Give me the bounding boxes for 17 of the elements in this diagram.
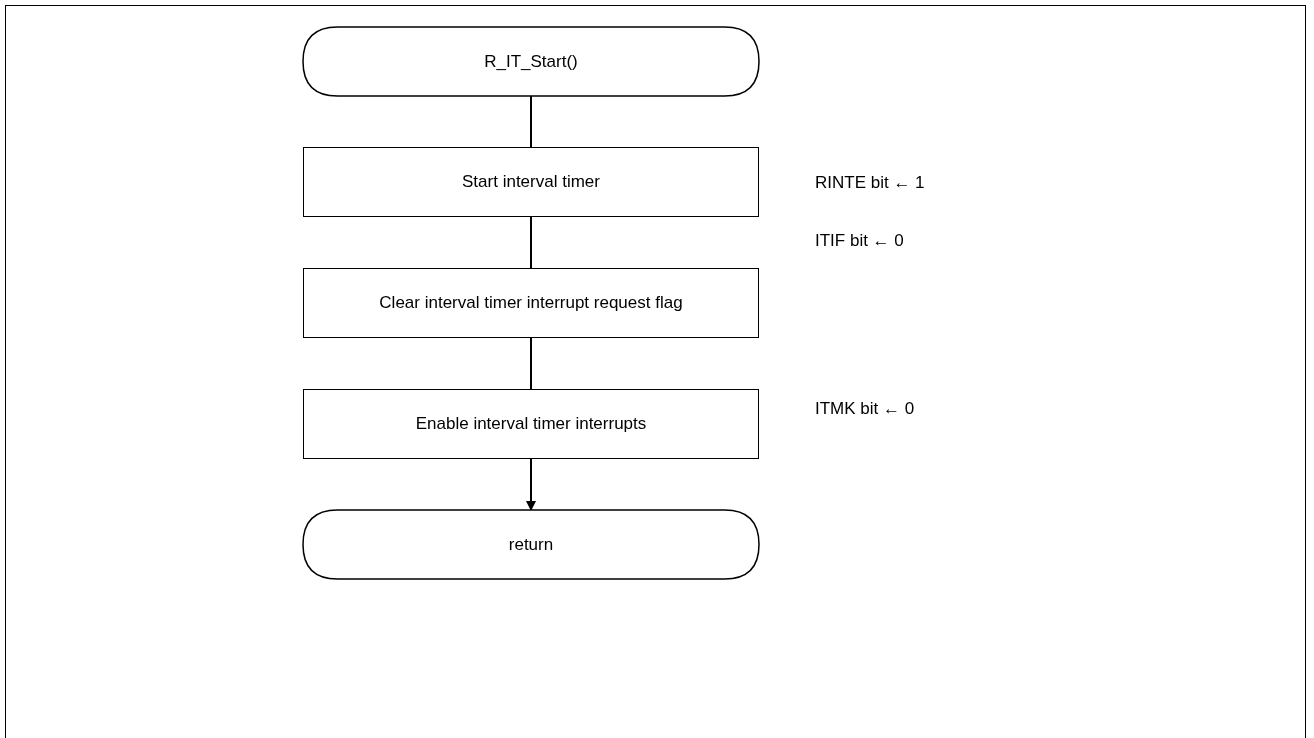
terminator-shape [303, 27, 759, 96]
node-label: Clear interval timer interrupt request flag [379, 293, 683, 313]
node-label: return [508, 534, 554, 555]
terminator-shape [303, 510, 759, 579]
register-note: ITIF bit ← 0 [815, 231, 904, 251]
process-box [303, 389, 759, 459]
register-note: RINTE bit ← 1 [815, 173, 925, 193]
connector-line [530, 337, 532, 390]
connector-line [530, 95, 532, 148]
register-note: ITMK bit ← 0 [815, 399, 915, 419]
node-label: R_IT_Start() [484, 51, 578, 72]
process-box [303, 268, 759, 338]
node-label: Start interval timer [462, 172, 600, 192]
connector-line [530, 216, 532, 269]
process-box [303, 147, 759, 217]
node-label: Enable interval timer interrupts [415, 414, 647, 434]
arrow [526, 458, 536, 511]
